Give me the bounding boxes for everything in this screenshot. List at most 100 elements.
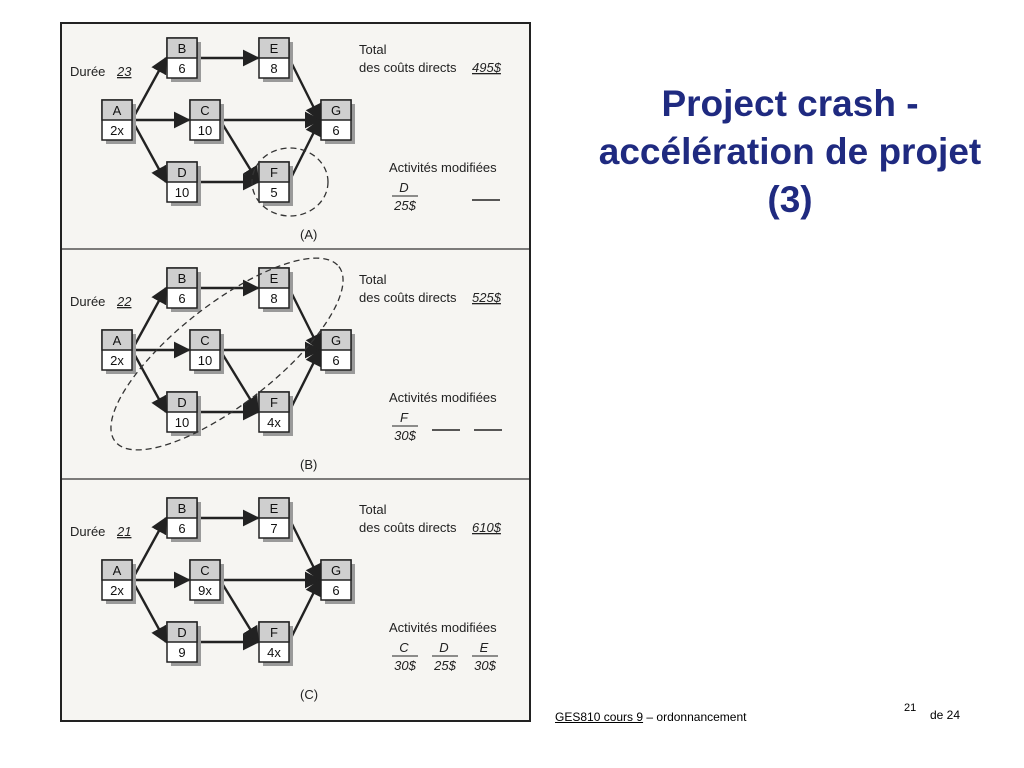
duration-value: 23 [116,64,132,79]
node-e: E7 [258,497,293,542]
modified-cost-0: 30$ [394,658,416,673]
node-letter: B [178,271,187,286]
node-c: C10 [189,329,224,374]
total-label: Total [359,502,387,517]
edge-F-G [287,578,322,643]
node-duration: 6 [332,583,339,598]
panel-caption: (C) [300,687,318,702]
footer-topic: ordonnancement [656,710,747,724]
node-g: G6 [320,99,355,144]
node-f: F4x [258,621,293,666]
node-duration: 10 [198,123,212,138]
node-letter: D [177,625,186,640]
node-b: B6 [166,37,201,82]
node-duration: 6 [332,123,339,138]
node-header [101,99,133,121]
node-b: B6 [166,497,201,542]
node-a: A 2x [101,99,136,144]
total-value: 495$ [472,60,502,75]
panel-caption: (A) [300,227,317,242]
node-letter: E [270,41,279,56]
modified-activity-1: D [439,640,448,655]
node-duration: 6 [332,353,339,368]
modified-cost-0: 30$ [394,428,416,443]
edge-A-D [130,579,168,644]
node-header [189,559,221,581]
node-letter: D [177,395,186,410]
node-duration: 6 [178,291,185,306]
node-letter: A [113,333,122,348]
duration-value: 21 [116,524,131,539]
footer-dash: – [643,710,657,724]
node-d: D 10 [166,391,201,436]
title-line-2: accélération de projet [598,131,982,172]
node-duration: 8 [270,291,277,306]
modified-label: Activités modifiées [389,390,497,405]
node-header [166,621,198,643]
duration-value: 22 [116,294,132,309]
node-header [189,99,221,121]
node-duration: 10 [175,185,189,200]
total-label-2: des coûts directs [359,520,457,535]
node-c: C9x [189,559,224,604]
edge-A-B [130,286,168,351]
node-header [189,329,221,351]
node-duration: 8 [270,61,277,76]
node-letter: C [200,103,209,118]
modified-activity-0: F [400,410,409,425]
edge-C-F [218,349,260,414]
duration-label: Durée [70,64,105,79]
edge-A-B [130,56,168,121]
dashed-ellipse-0 [110,257,344,451]
node-letter: F [270,395,278,410]
node-d: D9 [166,621,201,666]
edge-A-D [130,349,168,414]
modified-activity-0: C [399,640,409,655]
total-value: 525$ [472,290,502,305]
node-header [320,559,352,581]
edge-F-G [287,348,322,413]
edge-E-G [287,517,322,582]
node-letter: A [113,103,122,118]
duration-label: Durée [70,524,105,539]
modified-activity-0: D [399,180,408,195]
node-a: A 2x [101,329,136,374]
modified-cost-2: 30$ [474,658,496,673]
node-duration: 2x [110,583,124,598]
node-letter: A [113,563,122,578]
footer-course-name: GES810 cours 9 [555,710,644,724]
node-header [258,267,290,289]
node-letter: B [178,501,187,516]
node-letter: E [270,271,279,286]
total-label: Total [359,42,387,57]
node-letter: B [178,41,187,56]
edge-A-B [130,516,168,581]
dashed-ellipse-0 [251,147,329,217]
node-letter: D [177,165,186,180]
node-header [166,267,198,289]
node-header [166,37,198,59]
duration-label: Durée [70,294,105,309]
modified-label: Activités modifiées [389,160,497,175]
node-header [258,37,290,59]
node-duration: 6 [178,61,185,76]
total-label-2: des coûts directs [359,290,457,305]
node-duration: 7 [270,521,277,536]
node-d: D 10 [166,161,201,206]
node-letter: F [270,165,278,180]
node-letter: F [270,625,278,640]
node-duration: 2x [110,123,124,138]
node-duration: 2x [110,353,124,368]
node-a: A 2x [101,559,136,604]
node-f: F4x [258,391,293,436]
node-b: B6 [166,267,201,312]
node-duration: 10 [198,353,212,368]
node-duration: 10 [175,415,189,430]
node-e: E8 [258,37,293,82]
modified-cost-1: 25$ [433,658,456,673]
node-c: C 10 [189,99,224,144]
